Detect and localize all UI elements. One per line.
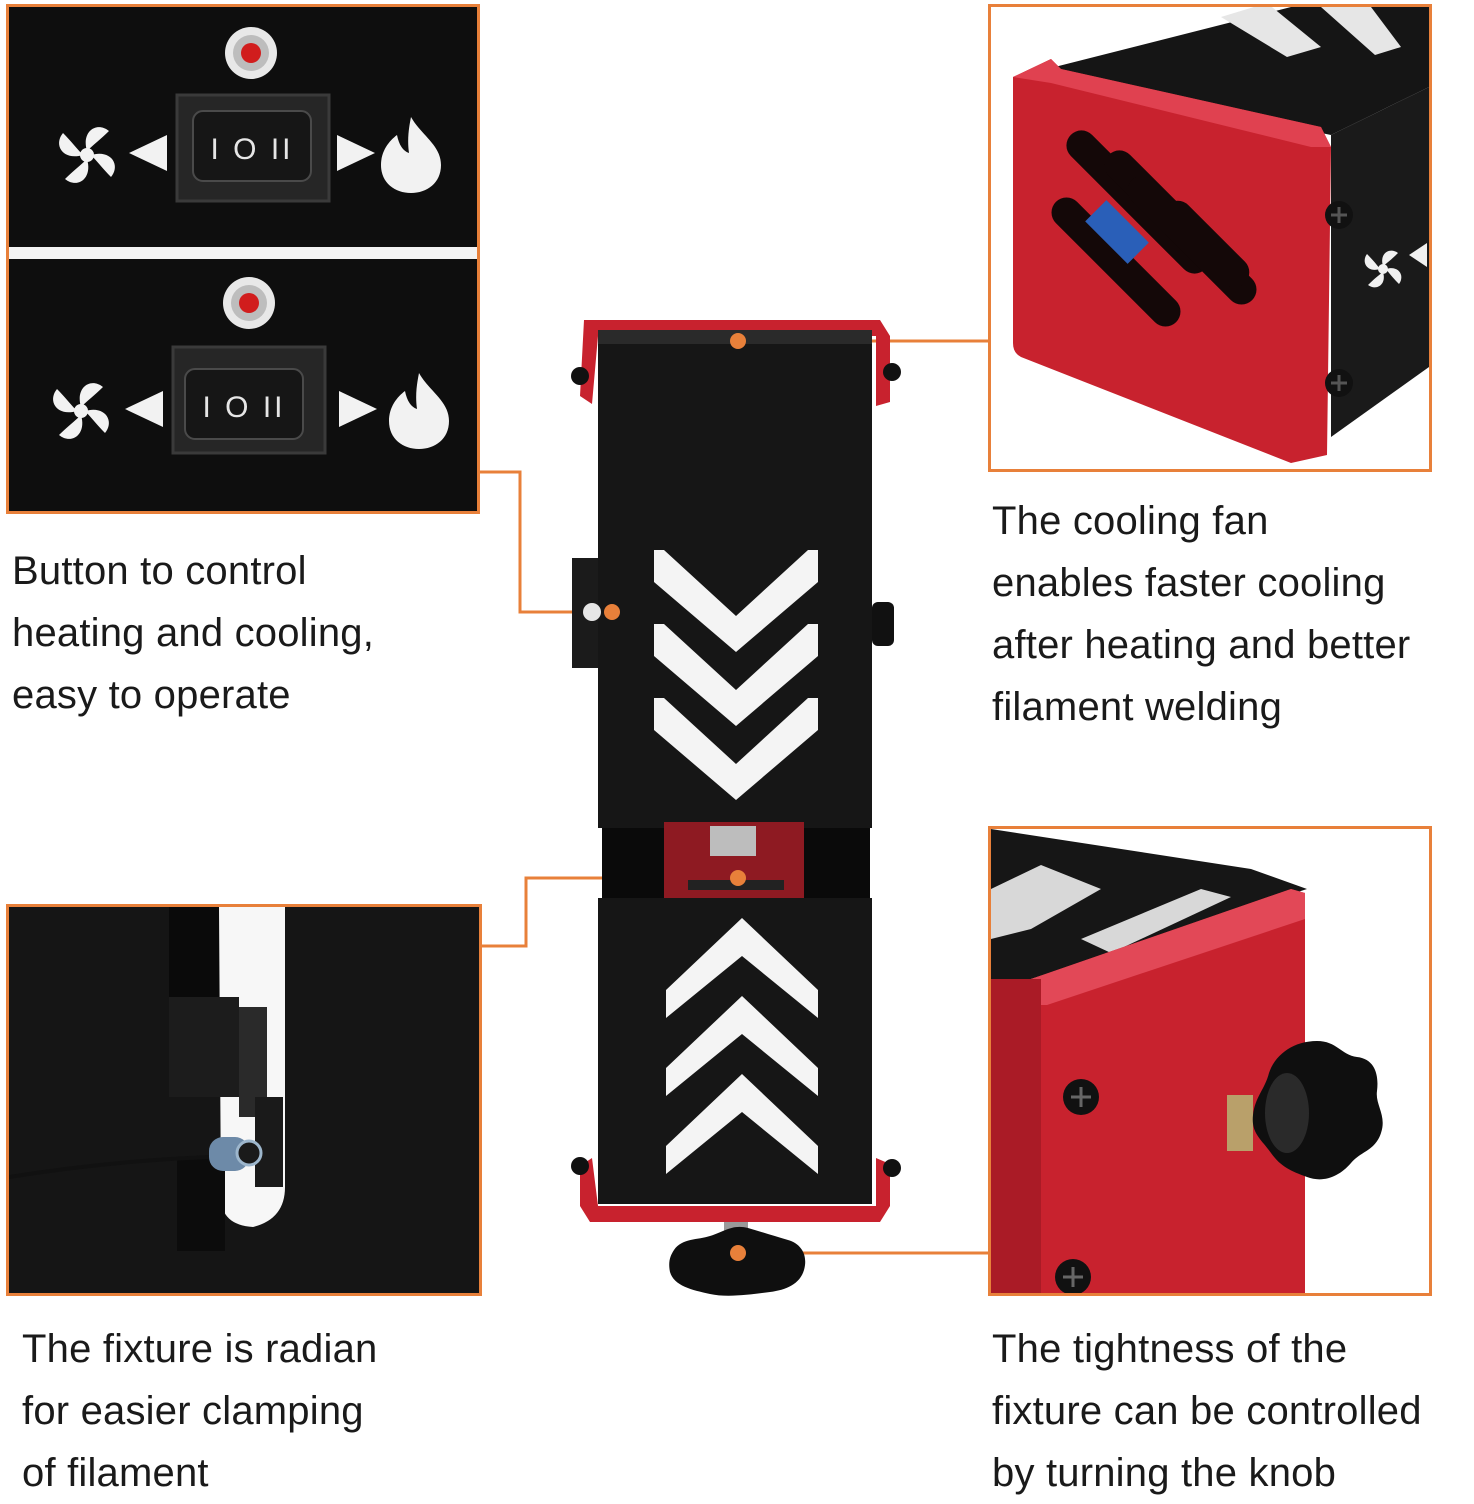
fan-caption: The cooling fan enables faster cooling a… [992, 490, 1410, 738]
leader-button [480, 470, 612, 614]
fan-icon [1364, 250, 1402, 288]
knob-panel [988, 826, 1432, 1296]
knob [1252, 1041, 1383, 1180]
caption-line: for easier clamping [22, 1389, 364, 1433]
caption-line: of filament [22, 1451, 209, 1495]
splicer-device [571, 320, 901, 1296]
caption-line: easy to operate [12, 673, 291, 717]
caption-line: heating and cooling, [12, 611, 375, 655]
chevron-icon [666, 918, 818, 1174]
chevron-icon [654, 550, 818, 800]
caption-line: enables faster cooling [992, 561, 1386, 605]
caption-line: The cooling fan [992, 499, 1269, 543]
switch-group-lower: I O II [125, 277, 377, 455]
svg-text:I O II: I O II [202, 391, 285, 424]
vent-slots [1051, 130, 1257, 327]
caption-line: fixture can be controlled [992, 1389, 1422, 1433]
caption-line: The tightness of the [992, 1327, 1348, 1371]
caption-line: after heating and better [992, 623, 1411, 667]
caption-line: filament welding [992, 685, 1283, 729]
cooling-fan-panel [988, 4, 1432, 472]
svg-text:I O II: I O II [210, 133, 293, 166]
knob-caption: The tightness of the fixture can be cont… [992, 1318, 1422, 1504]
button-caption: Button to control heating and cooling, e… [12, 540, 374, 726]
caption-line: by turning the knob [992, 1451, 1337, 1495]
fan-icon [53, 127, 115, 439]
fixture-panel [6, 904, 482, 1296]
fixture-caption: The fixture is radian for easier clampin… [22, 1318, 377, 1504]
caption-line: Button to control [12, 549, 307, 593]
switch-group-upper: I O II [129, 27, 375, 203]
switch-panel: I O II I O II [6, 4, 480, 514]
flame-icon [381, 117, 449, 449]
caption-line: The fixture is radian [22, 1327, 378, 1371]
